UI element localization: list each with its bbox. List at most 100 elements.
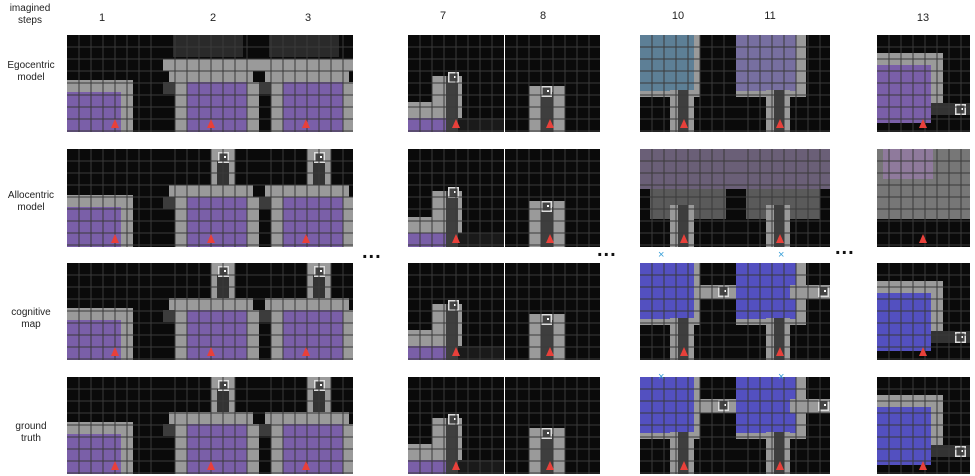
path xyxy=(678,90,688,132)
door-marker-dot xyxy=(961,108,963,110)
step-label-7: 7 xyxy=(439,10,447,22)
map-canvas xyxy=(67,149,163,247)
path xyxy=(678,432,688,474)
agent-triangle-icon xyxy=(546,461,554,470)
door-marker-dot xyxy=(547,432,549,434)
door-marker-inner xyxy=(542,429,551,438)
map-canvas xyxy=(259,35,353,132)
agent-triangle-icon xyxy=(680,347,688,356)
door-marker-inner xyxy=(449,301,458,310)
agent-triangle-icon xyxy=(452,461,460,470)
agent-triangle-icon xyxy=(207,461,215,470)
map-canvas xyxy=(163,149,259,247)
agent-triangle-icon xyxy=(776,234,784,243)
agent-triangle-icon xyxy=(302,119,310,128)
path xyxy=(678,205,688,247)
agent-triangle-icon xyxy=(776,461,784,470)
map-panel-ground-step-2 xyxy=(163,377,259,474)
map-canvas xyxy=(640,263,736,360)
corridor xyxy=(175,197,187,247)
door-marker-dot xyxy=(724,404,726,406)
door-marker-dot xyxy=(547,205,549,207)
fog xyxy=(269,35,339,57)
path xyxy=(774,205,784,247)
map-canvas xyxy=(163,263,259,360)
map-canvas xyxy=(67,377,163,474)
room xyxy=(67,92,121,132)
map-canvas xyxy=(408,263,504,360)
row-label-ground: ground truth xyxy=(15,421,47,444)
wall-block xyxy=(259,310,271,322)
agent-triangle-icon xyxy=(452,347,460,356)
room xyxy=(736,377,796,433)
corridor xyxy=(259,59,353,71)
path xyxy=(774,318,784,360)
room xyxy=(283,197,343,247)
door-marker-dot xyxy=(320,384,322,386)
room xyxy=(877,293,931,351)
door-marker-dot xyxy=(224,270,226,272)
agent-triangle-icon xyxy=(919,234,927,243)
map-panel-cognitive-step-8 xyxy=(505,263,600,360)
map-panel-cognitive-step-7 xyxy=(408,263,504,360)
map-panel-ground-step-10 xyxy=(640,377,736,474)
agent-triangle-icon xyxy=(680,119,688,128)
map-panel-egocentric-step-7 xyxy=(408,35,504,132)
path xyxy=(446,76,458,132)
map-canvas xyxy=(640,377,736,474)
map-panel-allocentric-step-2 xyxy=(163,149,259,247)
corner-label: imagined steps xyxy=(9,3,51,26)
map-panel-cognitive-step-2 xyxy=(163,263,259,360)
wall-block xyxy=(259,424,271,436)
agent-triangle-icon xyxy=(680,234,688,243)
map-panel-ground-step-13 xyxy=(877,377,970,474)
room xyxy=(736,35,796,91)
map-panel-allocentric-step-7 xyxy=(408,149,504,247)
map-canvas xyxy=(877,377,970,474)
agent-triangle-icon xyxy=(452,119,460,128)
map-canvas xyxy=(163,377,259,474)
agent-triangle-icon xyxy=(302,234,310,243)
path xyxy=(774,90,784,132)
map-panel-allocentric-step-3 xyxy=(259,149,353,247)
door-marker-dot xyxy=(724,290,726,292)
agent-triangle-icon xyxy=(207,347,215,356)
room xyxy=(640,377,694,433)
agent-triangle-icon xyxy=(546,234,554,243)
map-canvas xyxy=(736,35,830,132)
map-canvas xyxy=(877,263,970,360)
room xyxy=(67,320,121,360)
step-label-13: 13 xyxy=(916,12,930,24)
fog xyxy=(173,35,243,57)
agent-triangle-icon xyxy=(680,461,688,470)
map-panel-ground-step-3 xyxy=(259,377,353,474)
map-panel-ground-step-8 xyxy=(505,377,600,474)
map-panel-ground-step-7 xyxy=(408,377,504,474)
step-label-3: 3 xyxy=(304,12,312,24)
wall-block xyxy=(163,82,175,94)
separator-ellipsis-3: ... xyxy=(835,237,855,259)
corridor xyxy=(271,197,283,247)
door-marker-inner xyxy=(449,188,458,197)
x-marker-icon: × xyxy=(658,249,665,261)
path xyxy=(774,432,784,474)
map-canvas xyxy=(736,149,830,247)
door-marker-dot xyxy=(454,418,456,420)
door-marker-inner xyxy=(542,87,551,96)
map-panel-allocentric-step-10 xyxy=(640,149,736,247)
agent-triangle-icon xyxy=(302,347,310,356)
map-canvas xyxy=(408,377,504,474)
room xyxy=(408,118,450,132)
map-panel-cognitive-step-13 xyxy=(877,263,970,360)
map-canvas xyxy=(67,35,163,132)
map-panel-allocentric-step-8 xyxy=(505,149,600,247)
room xyxy=(408,346,450,360)
wall-block xyxy=(163,310,175,322)
map-panel-egocentric-step-2 xyxy=(163,35,259,132)
map-canvas xyxy=(259,263,353,360)
noisy-room xyxy=(736,149,830,189)
map-canvas xyxy=(505,377,600,474)
map-canvas xyxy=(736,263,830,360)
map-canvas xyxy=(877,149,970,247)
agent-triangle-icon xyxy=(546,347,554,356)
